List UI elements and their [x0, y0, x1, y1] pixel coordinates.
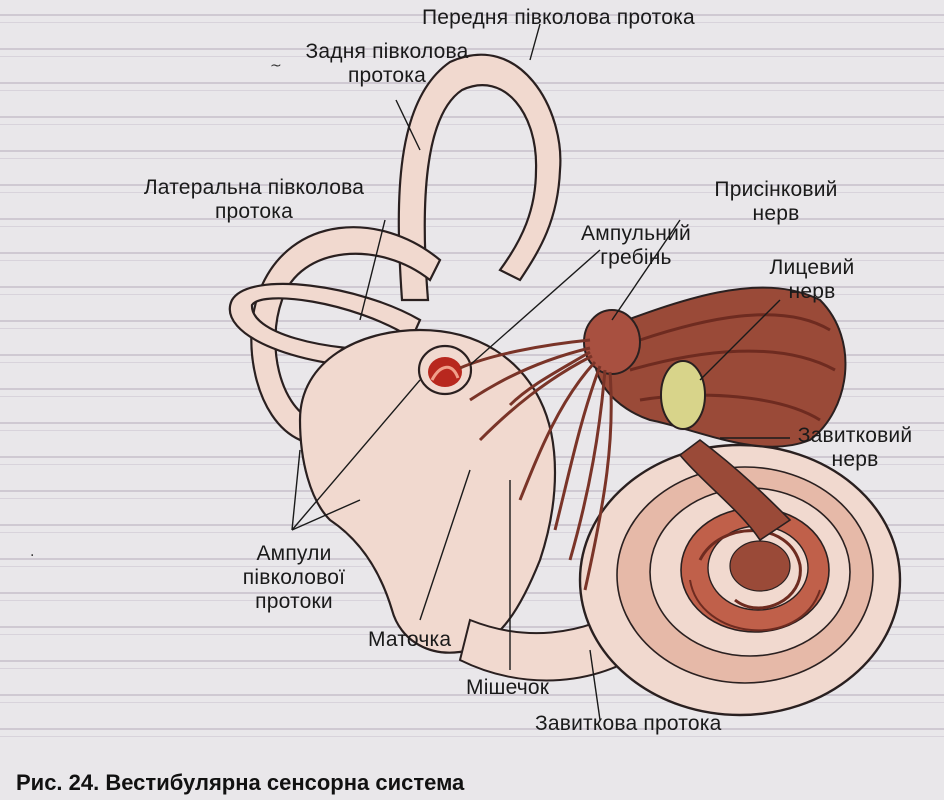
label-lateral-canal: Латеральна півколова протока: [143, 176, 365, 223]
label-vestibular-nerve: Присінковий нерв: [714, 178, 838, 225]
figure-caption: Рис. 24. Вестибулярна сенсорна система: [16, 770, 465, 795]
cochlea: [578, 443, 902, 717]
ampullary-crest-mark: [428, 357, 462, 387]
label-cochlear-duct: Завиткова протока: [535, 712, 722, 735]
label-facial-nerve: Лицевий нерв: [769, 256, 855, 303]
facial-nerve-cut: [660, 360, 706, 430]
label-saccule: Мішечок: [466, 676, 550, 699]
svg-text:·: ·: [30, 548, 34, 564]
leader-lines: [291, 23, 790, 721]
label-ampullae: Ампули півколової протоки: [242, 542, 346, 613]
label-ampullary-crest: Ампульний гребінь: [581, 222, 691, 269]
label-utricle: Маточка: [368, 628, 452, 651]
label-cochlear-nerve: Завитковий нерв: [797, 424, 913, 471]
nerve-fibres: [459, 338, 613, 591]
nerve-bundle: [583, 286, 847, 542]
anterior-semicircular-canal: [397, 53, 562, 302]
label-anterior-canal: Передня півколова протока: [422, 6, 695, 29]
label-posterior-canal: Задня півколова протока: [305, 40, 469, 87]
vestibule: [298, 328, 557, 654]
svg-text:~: ~: [270, 58, 282, 74]
